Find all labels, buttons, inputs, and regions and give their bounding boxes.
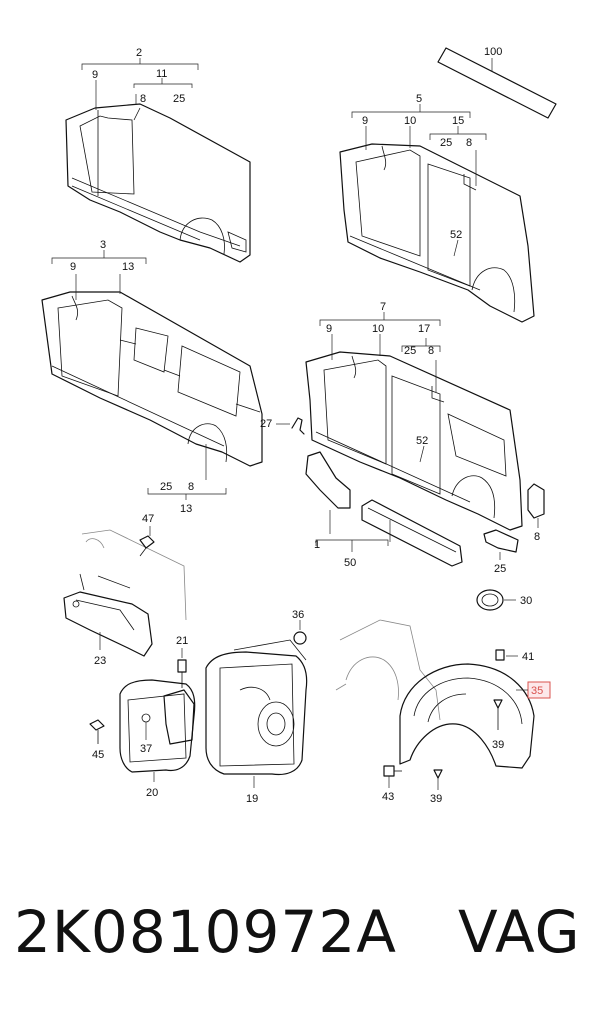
side-panel-7 — [305, 351, 523, 531]
side-panel-2 — [65, 103, 251, 263]
van-outline-ghost — [335, 619, 441, 721]
filler-housing-19: 19 — [205, 639, 308, 805]
callout-10: 10 — [404, 115, 416, 127]
callout-37: 37 — [140, 743, 152, 755]
part-number: 2K0810972A — [14, 898, 397, 966]
callout-group-3: 3 9 13 25 8 13 — [51, 239, 227, 515]
grommet-30: 30 — [476, 589, 532, 611]
callout-41: 41 — [522, 651, 534, 663]
callout-25: 25 — [160, 481, 172, 493]
screw-45: 45 — [89, 719, 105, 761]
callout-39: 39 — [430, 793, 442, 805]
callout-group-7: 7 9 10 17 25 8 52 — [319, 301, 441, 463]
callout-group-2: 2 9 11 8 25 — [81, 47, 199, 110]
callout-9: 9 — [326, 323, 332, 335]
callout-8: 8 — [534, 531, 540, 543]
callout-20: 20 — [146, 787, 158, 799]
callout-47: 47 — [142, 513, 154, 525]
sill-parts-1-50: 1 50 25 — [305, 451, 519, 575]
callout-50: 50 — [344, 557, 356, 569]
rear-bracket-8: 8 — [527, 483, 545, 543]
wheel-housing-liner-35 — [399, 663, 535, 769]
callout-39: 39 — [492, 739, 504, 751]
callout-21: 21 — [176, 635, 188, 647]
fuel-filler-flap-20: 37 20 — [119, 679, 196, 799]
callout-25: 25 — [440, 137, 452, 149]
callout-3: 3 — [100, 239, 106, 251]
callout-19: 19 — [246, 793, 258, 805]
brand-label: VAG — [458, 898, 581, 966]
grommet-36: 36 — [292, 609, 307, 645]
callout-15: 15 — [452, 115, 464, 127]
bracket-27: 27 — [260, 417, 305, 435]
callout-27: 27 — [260, 418, 272, 430]
callout-17: 17 — [418, 323, 430, 335]
callout-2: 2 — [136, 47, 142, 59]
callout-8: 8 — [188, 481, 194, 493]
trim-strip-100: 100 — [437, 46, 557, 119]
fuel-door-hinge-23: 23 — [63, 529, 187, 667]
callout-11: 11 — [156, 68, 167, 80]
callout-30: 30 — [520, 595, 532, 607]
callout-52: 52 — [450, 229, 462, 241]
callout-43: 43 — [382, 791, 394, 803]
callout-9: 9 — [362, 115, 368, 127]
side-panel-5 — [339, 143, 535, 323]
screw-47: 47 — [139, 513, 155, 557]
parts-exploded-diagram: 2 9 11 8 25 100 5 9 10 15 25 8 52 — [41, 46, 557, 805]
callout-group-5: 5 9 10 15 25 8 52 — [351, 93, 487, 257]
callout-8: 8 — [140, 93, 146, 105]
callout-5: 5 — [416, 93, 422, 105]
callout-10: 10 — [372, 323, 384, 335]
callout-13: 13 — [180, 503, 192, 515]
callout-45: 45 — [92, 749, 104, 761]
footer: 2K0810972A VAG — [0, 888, 600, 984]
callout-35: 35 — [531, 685, 543, 697]
callout-25: 25 — [494, 563, 506, 575]
fasteners-41-39-43: 41 39 35 43 39 — [382, 649, 551, 805]
callout-8: 8 — [466, 137, 472, 149]
callout-23: 23 — [94, 655, 106, 667]
callout-25: 25 — [173, 93, 185, 105]
callout-36: 36 — [292, 609, 304, 621]
callout-100: 100 — [484, 46, 502, 58]
pin-21: 21 — [176, 635, 188, 688]
callout-13: 13 — [122, 261, 134, 273]
callout-7: 7 — [380, 301, 386, 313]
callout-1: 1 — [314, 539, 320, 551]
callout-52: 52 — [416, 435, 428, 447]
callout-25: 25 — [404, 345, 416, 357]
callout-9: 9 — [70, 261, 76, 273]
callout-8: 8 — [428, 345, 434, 357]
side-panel-3 — [41, 291, 263, 467]
callout-9: 9 — [92, 69, 98, 81]
